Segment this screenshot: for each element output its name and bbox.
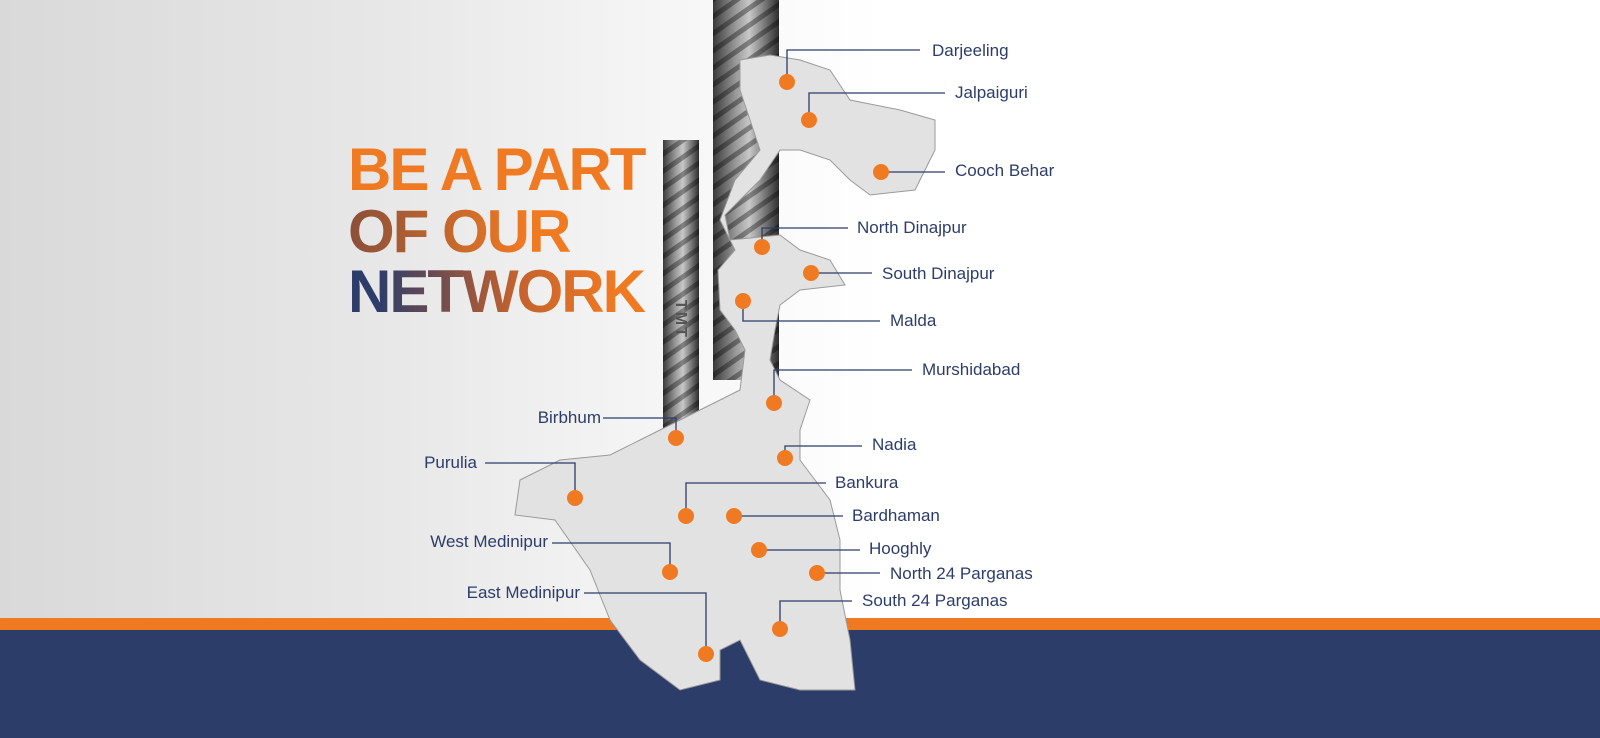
location-dot-south-24-parganas [772,621,788,637]
location-dot-south-dinajpur [803,265,819,281]
west-bengal-map [514,54,936,691]
district-label-south-24-parganas: South 24 Parganas [862,591,1008,610]
district-label-hooghly: Hooghly [869,539,932,558]
rebar-marking: TMT [672,300,689,339]
location-dot-north-24-parganas [809,565,825,581]
leader-line-darjeeling [786,49,920,82]
leader-line-purulia [485,462,576,498]
rebar-left: TMT [663,140,699,430]
location-dot-bankura [678,508,694,524]
headline-line-1: BE A PART [348,136,646,203]
leader-line-murshidabad [773,369,912,403]
headline-line-2: OF OUR [348,198,571,265]
district-label-east-medinipur: East Medinipur [466,583,580,602]
district-label-north-24-parganas: North 24 Parganas [890,564,1033,583]
location-dot-bardhaman [726,508,742,524]
district-label-malda: Malda [890,311,937,330]
district-label-west-medinipur: West Medinipur [430,532,548,551]
leader-line-south-24-parganas [779,600,852,629]
district-label-nadia: Nadia [872,435,917,454]
district-label-north-dinajpur: North Dinajpur [857,218,967,237]
leader-line-jalpaiguri [808,92,945,120]
location-dot-east-medinipur [698,646,714,662]
location-dot-north-dinajpur [754,239,770,255]
headline-line-3: NETWORK [348,258,646,325]
district-label-south-dinajpur: South Dinajpur [882,264,995,283]
district-label-birbhum: Birbhum [537,408,601,427]
location-dot-west-medinipur [662,564,678,580]
location-dot-murshidabad [766,395,782,411]
district-label-purulia: Purulia [424,453,477,472]
district-label-darjeeling: Darjeeling [932,41,1009,60]
district-label-cooch-behar: Cooch Behar [955,161,1055,180]
leader-line-west-medinipur [552,542,671,572]
location-dot-cooch-behar [873,164,889,180]
location-dot-jalpaiguri [801,112,817,128]
location-dot-darjeeling [779,74,795,90]
district-label-bardhaman: Bardhaman [852,506,940,525]
location-dot-malda [735,293,751,309]
location-dot-purulia [567,490,583,506]
location-dot-nadia [777,450,793,466]
district-label-bankura: Bankura [835,473,899,492]
location-dot-birbhum [668,430,684,446]
district-label-jalpaiguri: Jalpaiguri [955,83,1028,102]
location-dot-hooghly [751,542,767,558]
district-label-murshidabad: Murshidabad [922,360,1021,379]
leader-line-east-medinipur [584,592,707,654]
headline: BE A PART OF OUR NETWORK [348,136,648,325]
leader-line-bankura [685,482,826,516]
